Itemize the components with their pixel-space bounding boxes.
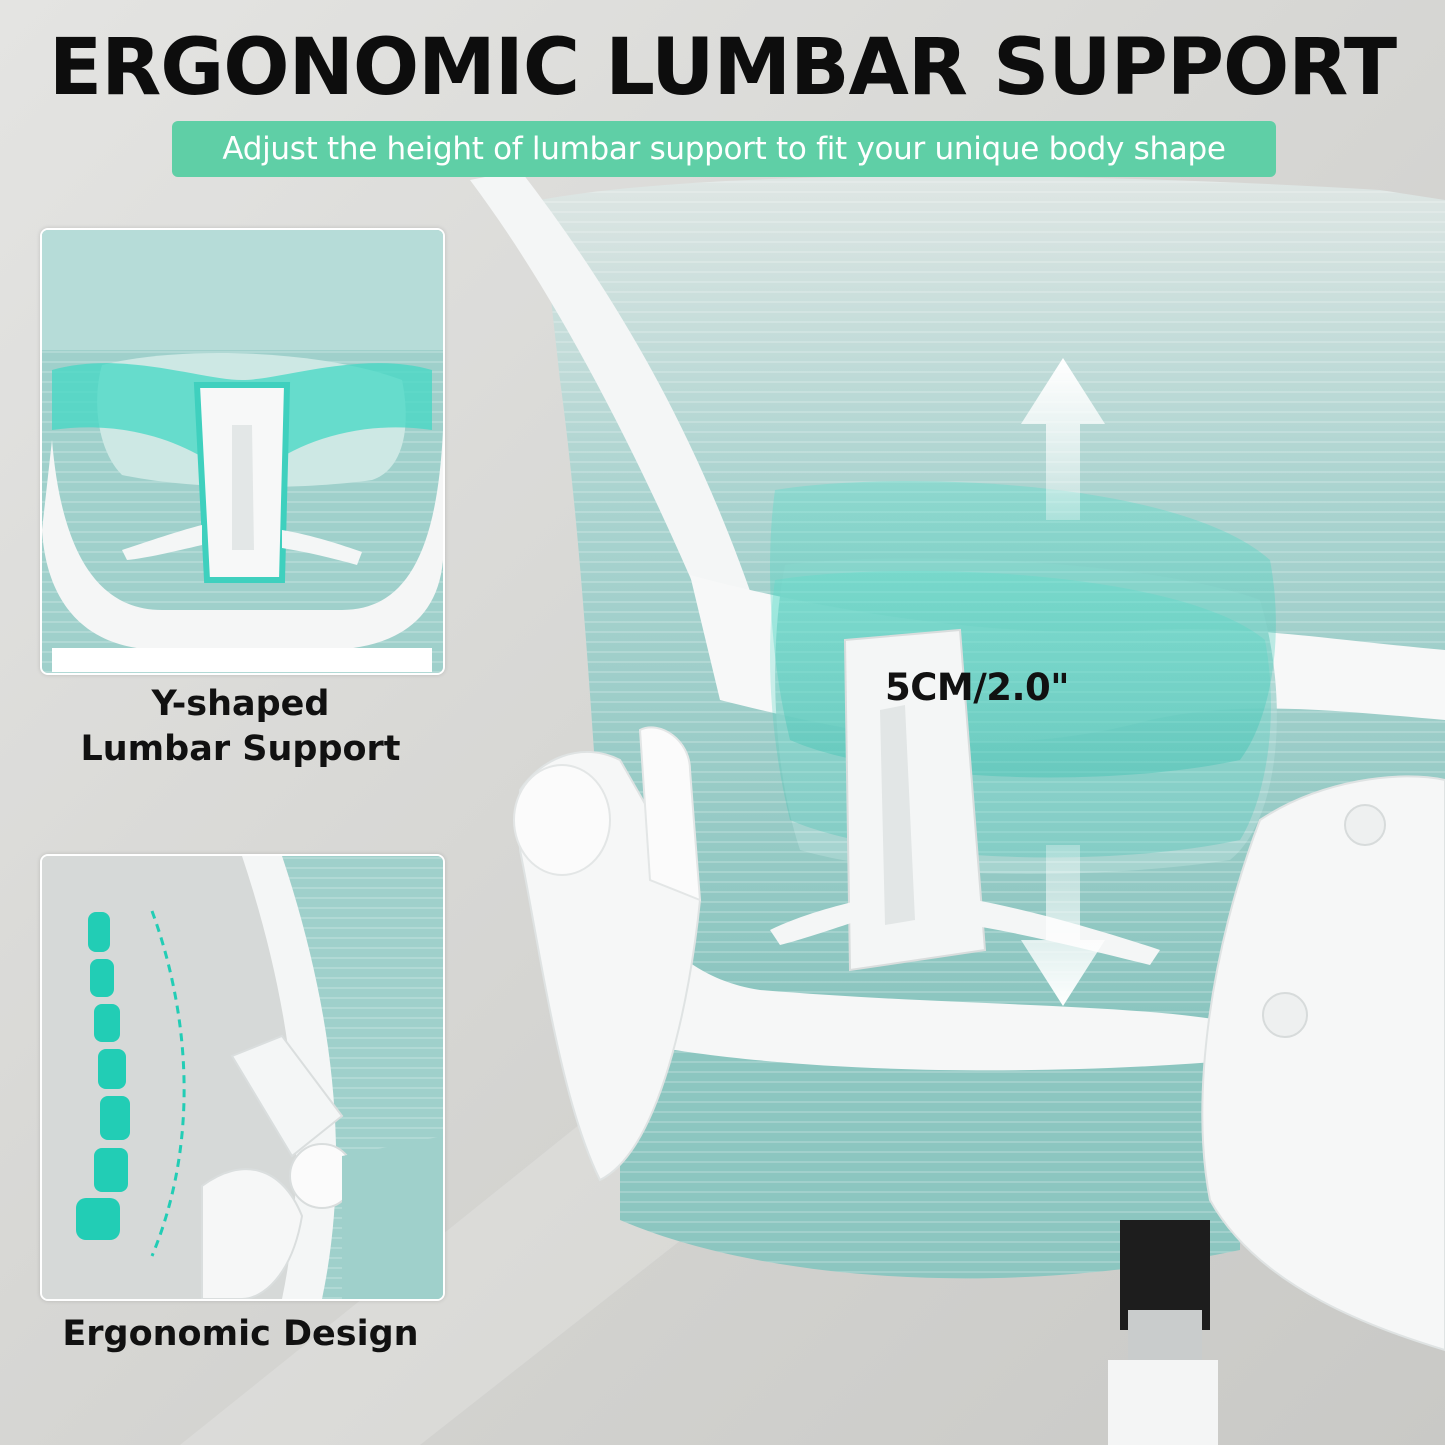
caption-y-shaped: Y-shaped Lumbar Support — [40, 682, 441, 772]
measurement-label: 5CM/2.0" — [885, 666, 1070, 709]
caption-y-shaped-line1: Y-shaped — [151, 684, 330, 724]
page-title: ERGONOMIC LUMBAR SUPPORT — [48, 23, 1397, 113]
subtitle-text: Adjust the height of lumbar support to f… — [222, 131, 1226, 167]
caption-ergonomic-design: Ergonomic Design — [62, 1314, 419, 1354]
inset-ergonomic-design — [40, 854, 445, 1301]
up-arrow-icon — [1021, 358, 1105, 520]
subtitle-banner: Adjust the height of lumbar support to f… — [172, 121, 1276, 177]
caption-y-shaped-line2: Lumbar Support — [80, 729, 401, 769]
inset-y-shaped-lumbar — [40, 228, 445, 675]
y-lumbar-photo — [42, 230, 443, 673]
down-arrow-icon — [1021, 845, 1105, 1006]
spine-icon — [76, 910, 186, 1257]
ergonomic-photo — [42, 856, 443, 1299]
